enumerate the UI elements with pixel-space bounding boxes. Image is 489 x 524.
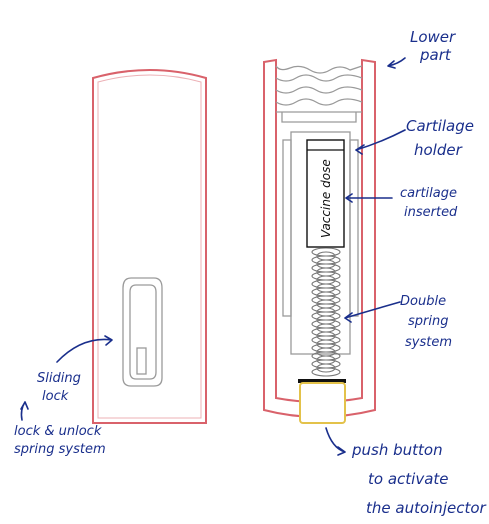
label-double-spring: Double spring system (400, 294, 452, 350)
label-cartilage-holder: Cartilage holder (406, 117, 474, 159)
svg-text:part: part (419, 46, 452, 64)
sliding-lock-slot (122, 277, 163, 387)
thread-section (275, 65, 363, 123)
sliding-lock-arrow (56, 335, 113, 363)
label-push-button: push button to activate the autoinjector (351, 441, 487, 517)
label-lock-unlock: lock & unlock spring system (14, 424, 106, 457)
label-lower-part: Lower part (410, 28, 456, 64)
svg-text:system: system (405, 335, 452, 350)
svg-text:push button: push button (351, 441, 443, 459)
svg-text:holder: holder (414, 141, 463, 159)
vaccine-cartridge: Vaccine dose (306, 139, 345, 248)
spring-coil (316, 363, 336, 373)
svg-text:Double: Double (400, 294, 446, 309)
push-button[interactable] (299, 382, 346, 424)
lock-unlock-arrow (20, 401, 29, 421)
cartilage-holder-arrow (355, 129, 406, 155)
svg-text:Sliding: Sliding (37, 371, 81, 386)
svg-text:the autoinjector: the autoinjector (366, 499, 487, 517)
svg-text:lock & unlock: lock & unlock (14, 424, 102, 439)
label-sliding-lock: Sliding lock (37, 371, 81, 404)
lower-part-arrow (387, 57, 406, 69)
svg-text:Lower: Lower (410, 28, 456, 46)
spring-base-plate (298, 379, 346, 383)
label-cartilage-inserted: cartilage inserted (400, 186, 458, 220)
svg-text:spring: spring (408, 314, 448, 329)
cartilage-holder (282, 131, 359, 355)
double-spring (311, 247, 341, 377)
double-spring-arrow (344, 301, 401, 323)
svg-text:to activate: to activate (368, 470, 449, 488)
svg-text:spring system: spring system (14, 442, 106, 457)
vaccine-dose-label: Vaccine dose (319, 159, 333, 238)
annotation-arrows (20, 57, 406, 456)
spring-coil (311, 367, 341, 377)
cartilage-inserted-arrow (345, 193, 393, 203)
push-button-arrow (325, 427, 346, 456)
svg-text:Cartilage: Cartilage (406, 117, 474, 135)
svg-text:cartilage: cartilage (400, 186, 457, 201)
svg-text:lock: lock (42, 389, 69, 404)
outer-housing (92, 69, 207, 424)
svg-text:inserted: inserted (404, 205, 458, 220)
